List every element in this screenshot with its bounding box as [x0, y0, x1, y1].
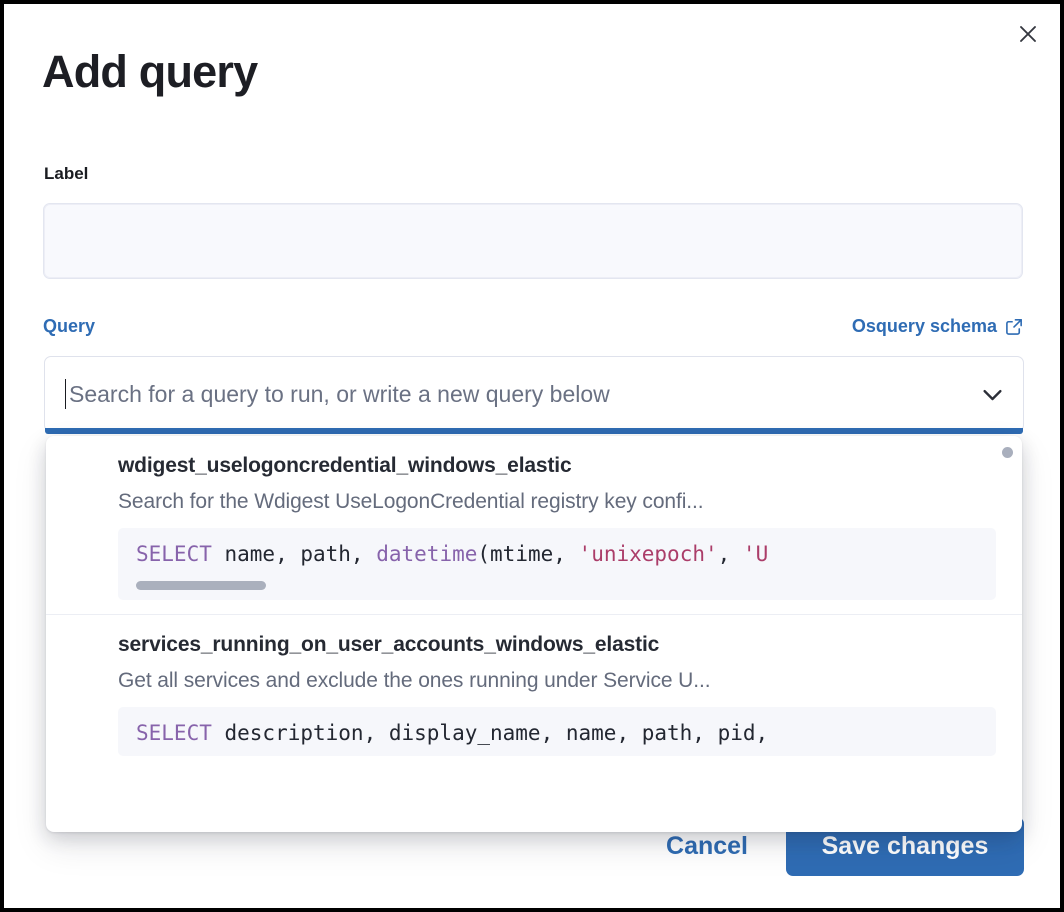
- osquery-schema-link-label: Osquery schema: [851, 316, 997, 336]
- add-query-modal: Add query Label Query Osquery schema Sea…: [4, 4, 1060, 908]
- suggestion-sql-snippet: SELECT description, display_name, name, …: [118, 707, 996, 757]
- label-input[interactable]: [43, 203, 1023, 279]
- query-combobox[interactable]: Search for a query to run, or write a ne…: [44, 356, 1024, 432]
- sql-string: 'unixepoch': [578, 542, 718, 566]
- osquery-schema-link[interactable]: Osquery schema: [852, 316, 1024, 337]
- text-caret: [65, 379, 66, 409]
- sql-plain: description, display_name, name, path, p…: [211, 721, 769, 746]
- suggestion-sql-snippet: SELECT name, path, datetime(mtime, 'unix…: [118, 528, 996, 601]
- list-item[interactable]: services_running_on_user_accounts_window…: [46, 614, 1022, 770]
- chevron-down-icon[interactable]: [975, 377, 1009, 411]
- sql-plain: name, path,: [211, 542, 377, 566]
- suggestion-title: services_running_on_user_accounts_window…: [118, 633, 660, 657]
- suggestion-description: Get all services and exclude the ones ru…: [118, 669, 711, 693]
- combobox-focus-underline: [45, 428, 1023, 434]
- external-link-icon: [1005, 317, 1024, 336]
- cancel-button[interactable]: Cancel: [652, 822, 762, 871]
- label-field-label: Label: [44, 164, 89, 183]
- suggestion-description: Search for the Wdigest UseLogonCredentia…: [118, 490, 704, 513]
- sql-plain: ,: [717, 542, 743, 566]
- sql-function: datetime: [376, 542, 478, 566]
- query-combobox-placeholder: Search for a query to run, or write a ne…: [69, 380, 610, 407]
- list-item[interactable]: wdigest_uselogoncredential_windows_elast…: [46, 436, 1022, 614]
- page-title: Add query: [42, 46, 258, 97]
- suggestion-title: wdigest_uselogoncredential_windows_elast…: [118, 454, 572, 477]
- sql-plain: (mtime,: [477, 542, 579, 566]
- sql-keyword: SELECT: [136, 542, 212, 566]
- code-horizontal-scrollbar[interactable]: [136, 581, 266, 591]
- sql-keyword: SELECT: [136, 721, 212, 746]
- close-icon[interactable]: [1008, 14, 1048, 54]
- query-field-label[interactable]: Query: [43, 316, 96, 336]
- query-suggestions-dropdown[interactable]: wdigest_uselogoncredential_windows_elast…: [46, 436, 1022, 832]
- sql-string: 'U: [742, 542, 769, 566]
- dropdown-vertical-scrollbar[interactable]: [1002, 447, 1013, 458]
